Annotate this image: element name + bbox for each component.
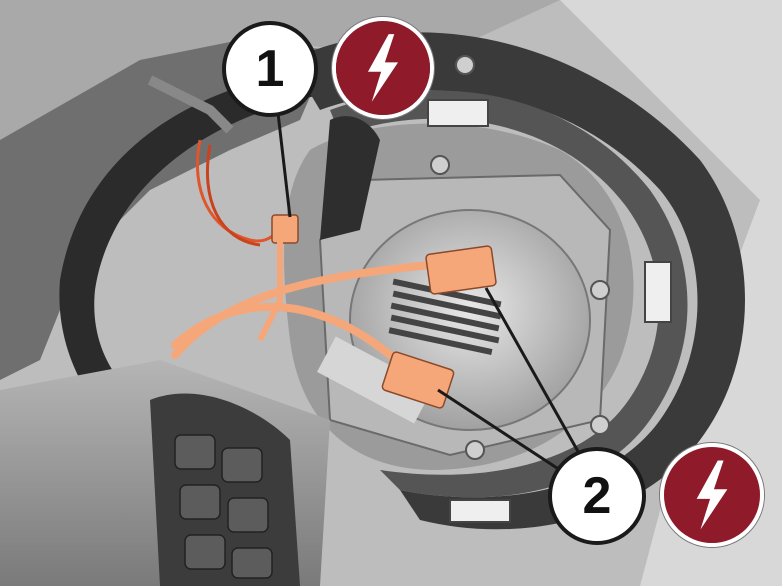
leader-line-1 <box>276 112 292 218</box>
orange-wire <box>205 144 261 247</box>
trim-ring <box>290 32 745 530</box>
callout-2: 2 <box>548 447 646 545</box>
steering-wheel-rim <box>59 70 321 440</box>
screw <box>590 415 610 435</box>
dashboard-right <box>560 0 782 586</box>
electric-hazard-icon <box>332 17 434 119</box>
electric-hazard-icon <box>660 443 764 547</box>
leader-line-2a <box>484 287 582 456</box>
screw <box>465 440 485 460</box>
clock-spring <box>320 116 380 240</box>
screw <box>455 55 475 75</box>
screw <box>430 155 450 175</box>
leader-line-2b <box>437 388 561 472</box>
airbag-lead <box>257 240 283 342</box>
connector-2b <box>381 351 455 409</box>
ring-clip <box>449 499 511 523</box>
connector-2a <box>425 245 497 295</box>
column-housing <box>0 40 330 380</box>
barcode-label <box>388 278 502 355</box>
screw <box>590 280 610 300</box>
ring-clip <box>427 99 489 127</box>
ring-clip <box>644 261 672 323</box>
callout-1: 1 <box>222 21 318 117</box>
switch-buttons <box>174 434 273 579</box>
serial-sticker <box>317 336 433 424</box>
airbag-lead <box>171 261 434 359</box>
connector-1 <box>271 214 299 244</box>
wire-harness <box>147 75 234 134</box>
